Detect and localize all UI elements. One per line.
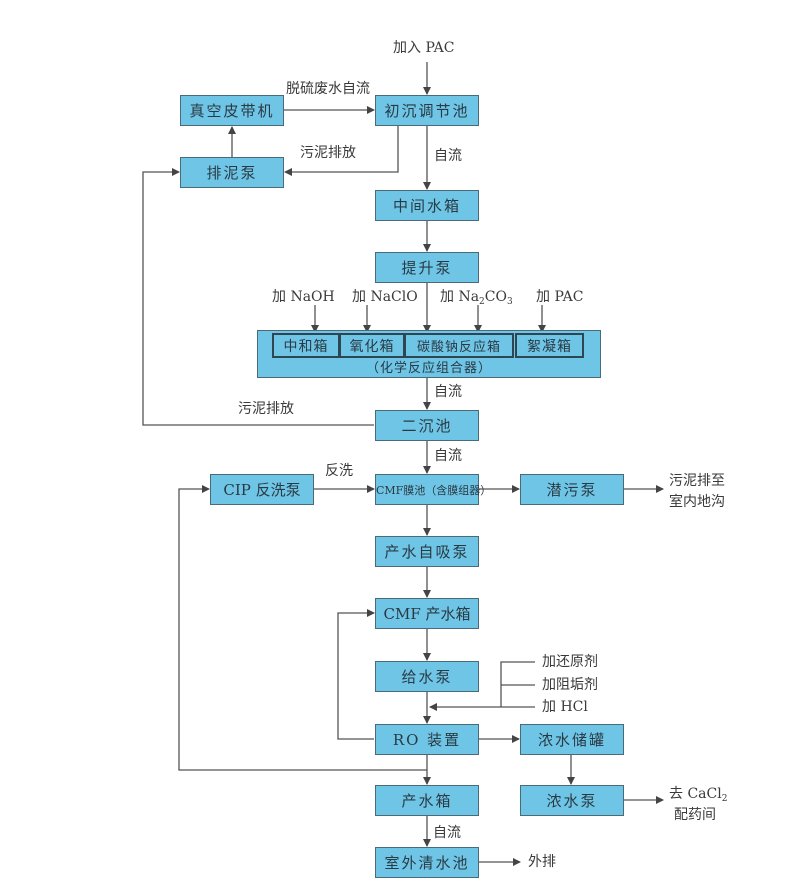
arrow-primary-sludge <box>284 126 399 176</box>
label-to-cacl2: 去 CaCl2 <box>669 785 727 808</box>
box-cmf-product-tank: CMF 产水箱 <box>375 598 479 629</box>
box-ro-unit: RO 装置 <box>375 724 479 755</box>
label-sludge-to-2: 室内地沟 <box>669 494 725 510</box>
box-self-priming-pump: 产水自吸泵 <box>375 536 479 567</box>
label-add-pac: 加 PAC <box>536 289 584 305</box>
label-self-flow-3: 自流 <box>434 448 462 464</box>
reactor-caption: （化学反应组合器） <box>365 361 492 376</box>
box-secondary-tank: 二沉池 <box>375 410 479 441</box>
label-self-flow-1: 自流 <box>434 148 462 164</box>
box-cip-pump: CIP 反洗泵 <box>210 474 314 505</box>
na2co3-text-b: CO <box>484 289 507 305</box>
box-sewage-pump: 潜污泵 <box>520 474 624 505</box>
na2co3-sub-a: 2 <box>479 297 485 307</box>
box-feed-pump: 给水泵 <box>375 661 479 692</box>
arrow-secondary-sludge <box>142 168 374 426</box>
box-primary-tank: 初沉调节池 <box>375 95 479 126</box>
box-middle-tank: 中间水箱 <box>375 190 479 221</box>
label-desulf-flow: 脱硫废水自流 <box>286 81 370 97</box>
label-backwash: 反洗 <box>325 463 353 479</box>
arrow-cip-loop <box>178 485 427 771</box>
box-clear-pool: 室外清水池 <box>375 847 479 878</box>
na2co3-sub-b: 3 <box>506 297 513 307</box>
box-sludge-pump: 排泥泵 <box>180 157 284 188</box>
label-add-hcl: 加 HCl <box>542 699 588 715</box>
box-brine-storage: 浓水储罐 <box>520 724 624 755</box>
box-vacuum-belt: 真空皮带机 <box>180 95 284 126</box>
label-to-cacl2-room: 配药间 <box>674 807 716 823</box>
box-oxid-tank: 氧化箱 <box>339 333 405 358</box>
box-lift-pump: 提升泵 <box>375 252 479 283</box>
cacl2-sub: 2 <box>721 794 728 804</box>
arrow-ro-recycle <box>337 609 375 740</box>
na2co3-text-a: 加 Na <box>440 289 480 305</box>
label-sludge-discharge-1: 污泥排放 <box>300 145 356 161</box>
label-sludge-to-1: 污泥排至 <box>669 473 725 489</box>
cacl2-text: 去 CaCl <box>669 786 722 802</box>
label-self-flow-2: 自流 <box>434 384 462 400</box>
label-add-pac-top: 加入 PAC <box>393 40 455 56</box>
label-sludge-discharge-2: 污泥排放 <box>238 401 294 417</box>
line-reductant <box>500 661 535 707</box>
box-brine-pump: 浓水泵 <box>520 785 624 816</box>
box-cmf-pool: CMF膜池（含膜组器） <box>375 474 491 505</box>
box-carbonate-tank: 碳酸钠反应箱 <box>404 333 514 358</box>
label-add-reductant: 加还原剂 <box>542 654 598 670</box>
box-floc-tank: 絮凝箱 <box>515 333 584 358</box>
label-discharge: 外排 <box>528 854 556 870</box>
label-self-flow-4: 自流 <box>433 825 461 841</box>
label-add-naclo: 加 NaClO <box>352 289 418 305</box>
label-add-antiscalant: 加阻垢剂 <box>542 677 598 693</box>
label-add-na2co3: 加 Na2CO3 <box>440 288 513 311</box>
box-product-tank: 产水箱 <box>375 785 479 816</box>
label-add-naoh: 加 NaOH <box>272 289 335 305</box>
box-neutral-tank: 中和箱 <box>272 333 340 358</box>
